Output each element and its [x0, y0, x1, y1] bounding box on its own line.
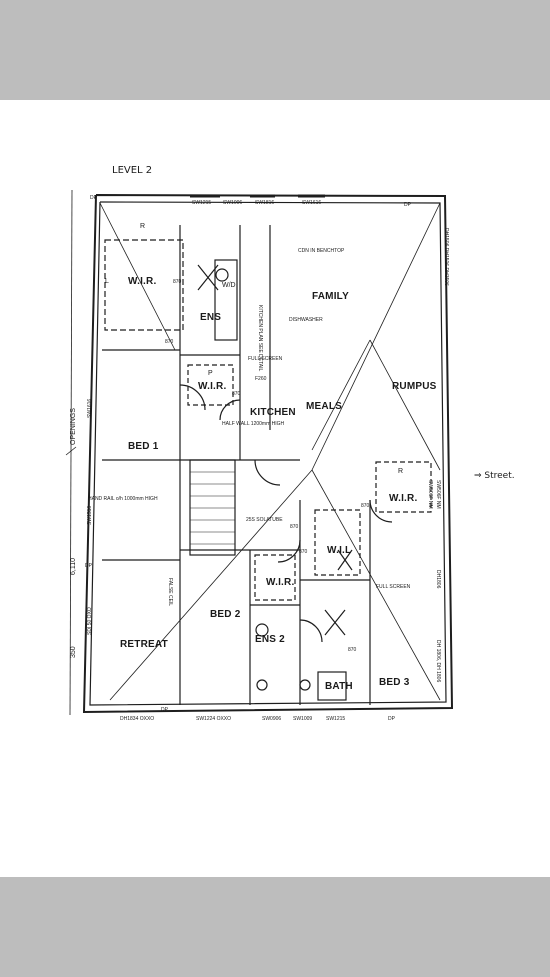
window-label-left: SW1616	[87, 398, 93, 418]
robe-mark: L	[105, 278, 109, 285]
room-ens: ENS	[200, 312, 222, 323]
window-label-left: SW1516	[87, 505, 93, 525]
window-label-top: SW1006	[223, 200, 243, 206]
room-wir-mid: W.I.R.	[198, 381, 227, 392]
drawing-sheet: LEVEL 2 SW1215 SW1006 SW1816 SW1616 DP D…	[0, 100, 550, 877]
window-label-top: SW1215	[192, 200, 212, 206]
downpipe-label: DP	[90, 195, 97, 201]
window-label-right: DH1806	[435, 570, 441, 589]
room-wir-top: W.I.R.	[128, 276, 157, 287]
dimension-width: 6,110	[70, 558, 77, 575]
window-label-bottom: DH1834 OXXO	[120, 716, 155, 722]
room-family: FAMILY	[312, 291, 349, 302]
robe-mark: R	[140, 223, 146, 230]
room-bed-2: BED 2	[210, 609, 241, 620]
door-size: 870	[165, 339, 174, 345]
window-label-bottom: SW1224 OXXO	[196, 716, 232, 722]
note-f260: F260	[255, 376, 267, 382]
note-false-ceil: FALSE CEIL	[167, 578, 173, 607]
room-bath: BATH	[325, 681, 353, 692]
room-wil: W.I.L	[327, 545, 352, 556]
robe-mark: R	[398, 468, 404, 475]
downpipe-label: DP	[161, 707, 168, 713]
door-size: 870	[348, 647, 357, 653]
window-label-right: DH1506 DH1506 DH1506	[443, 228, 449, 286]
note-solatube: 25S SOLATUBE	[246, 517, 283, 523]
dimension-350: 350	[70, 646, 77, 658]
room-retreat: RETREAT	[120, 639, 168, 650]
door-size: 870	[299, 549, 308, 555]
room-bed-1: BED 1	[128, 441, 159, 452]
room-wir-lower: W.I.R.	[266, 577, 295, 588]
dimension-openings: OPENINGS	[70, 408, 77, 445]
floor-plan-lines	[65, 189, 454, 716]
window-label-right: SW506F NM	[427, 480, 433, 509]
room-bed-3: BED 3	[379, 677, 410, 688]
note-full-screen-kitchen: FULL SCREEN	[248, 356, 283, 362]
window-label-bottom: SW1009	[293, 716, 313, 722]
room-kitchen: KITCHEN	[250, 407, 296, 418]
downpipe-label: DP	[85, 563, 92, 569]
door-size: 870	[361, 503, 370, 509]
wd-mark: W/D	[222, 282, 236, 289]
room-wir-right: W.I.R.	[389, 493, 418, 504]
door-size: 870	[290, 524, 299, 530]
robe-mark: P	[208, 370, 213, 377]
note-half-wall: HALF WALL 1200mm HIGH	[222, 421, 285, 427]
street-note: ⇒ Street.	[474, 471, 515, 481]
door-size: 870	[173, 279, 182, 285]
window-label-left: SDI 50 OXO	[87, 607, 93, 635]
downpipe-label: DP	[404, 202, 411, 208]
note-dishwasher: DISHWASHER	[289, 317, 323, 323]
room-meals: MEALS	[306, 401, 342, 412]
window-label-top: SW1616	[302, 200, 322, 206]
downpipe-label: DP	[388, 716, 395, 722]
window-label-bottom: SW1215	[326, 716, 346, 722]
room-rumpus: RUMPUS	[392, 381, 437, 392]
room-ens-2: ENS 2	[255, 634, 285, 645]
window-label-right: SW506F NM	[435, 480, 441, 509]
window-label-bottom: SW0906	[262, 716, 282, 722]
window-label-right: DH 1806, DH 1806	[435, 640, 441, 683]
note-full-screen: FULL SCREEN	[376, 584, 411, 590]
door-size: 870	[232, 391, 241, 397]
window-label-top: SW1816	[255, 200, 275, 206]
drawing-title: LEVEL 2	[112, 165, 153, 176]
note-hand-rail: HAND RAIL o/h 1000mm HIGH	[88, 496, 158, 502]
note-cdn-benchtop: CDN IN BENCHTOP	[298, 248, 345, 254]
